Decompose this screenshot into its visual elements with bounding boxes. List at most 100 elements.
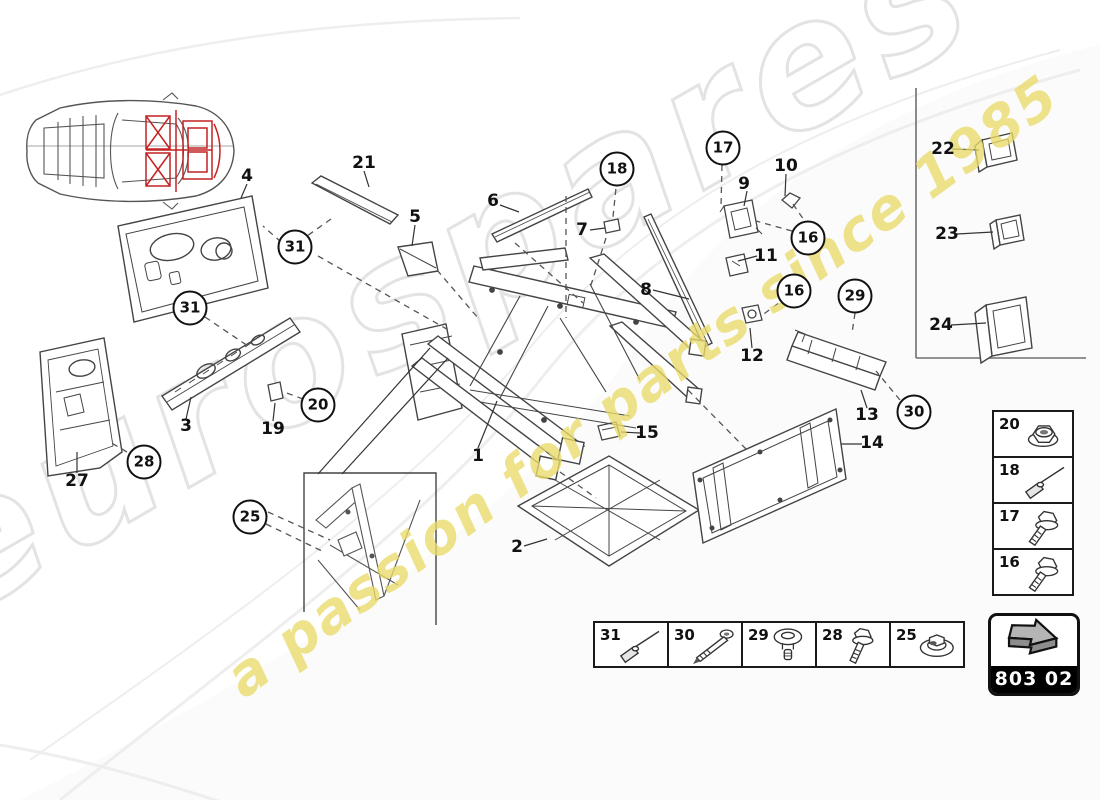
part-9-bracket [719,199,763,239]
dome-head-screw-icon [773,628,803,661]
leader-line [687,389,747,450]
detail-inset-box [303,472,437,625]
leader-line [317,347,431,475]
leader-line [737,255,758,262]
fastener-cell-18[interactable]: 18 [994,458,1072,504]
leader-line [860,389,868,409]
fastener-cell-31[interactable]: 31 [595,623,669,666]
part-24-block [974,296,1033,365]
car-top-view [26,92,235,210]
leader-line [956,231,994,235]
leader-line [204,316,249,347]
dashed-leader-lines [107,164,901,553]
part-callout-15[interactable]: 15 [635,423,659,443]
leader-line [317,255,453,333]
part-callout-7[interactable]: 7 [576,220,588,240]
fastener-cell-20[interactable]: 20 [994,412,1072,458]
part-12-grommet [741,304,763,324]
part-callout-31[interactable]: 31 [172,290,208,326]
part-callout-29[interactable]: 29 [837,278,873,314]
part-callout-24[interactable]: 24 [929,315,953,335]
part-callout-1[interactable]: 1 [472,446,484,466]
leader-line [499,204,520,213]
part-callout-31[interactable]: 31 [277,229,313,265]
part-23-block [989,214,1025,251]
leader-line [272,402,276,422]
part-22-block [974,132,1018,174]
fastener-number: 25 [896,626,917,644]
leader-line [514,242,584,304]
leader-line [523,538,548,547]
fastener-number: 28 [822,626,843,644]
part-callout-3[interactable]: 3 [180,416,192,436]
page-code-badge: 803 02 [988,613,1080,696]
fastener-cell-28[interactable]: 28 [817,623,891,666]
leader-line [743,190,748,207]
part-callout-11[interactable]: 11 [754,246,778,266]
hex-flange-screw-icon [1028,556,1059,593]
part-3-cross-member [160,317,302,411]
leader-line [749,327,753,349]
leader-line [620,431,641,434]
part-callout-12[interactable]: 12 [740,346,764,366]
leader-line [341,357,449,475]
part-callout-2[interactable]: 2 [511,537,523,557]
leader-line [477,400,498,449]
part-callout-5[interactable]: 5 [409,207,421,227]
part-14-radiator-frame [692,407,847,545]
fastener-cell-30[interactable]: 30 [669,623,743,666]
fastener-legend-right: 20 18 17 16 [992,410,1074,596]
solid-leader-lines [76,148,994,547]
part-27-wheel-housing-panel [39,337,123,477]
direction-arrow-icon [991,616,1077,666]
part-callout-16[interactable]: 16 [790,220,826,256]
part-callout-20[interactable]: 20 [300,387,336,423]
part-callout-13[interactable]: 13 [855,405,879,425]
part-callout-19[interactable]: 19 [261,419,285,439]
leader-line [951,148,980,151]
leader-line [652,289,690,300]
hex-washer-bolt-icon [849,627,874,665]
leader-line [792,203,807,224]
part-callout-22[interactable]: 22 [931,139,955,159]
leader-line [107,440,128,453]
part-callout-4[interactable]: 4 [241,166,253,186]
part-1-front-frame [401,247,708,481]
hex-flange-screw-icon [1028,510,1059,547]
fastener-number: 17 [999,507,1020,525]
leader-line [950,322,987,326]
fastener-legend-bottom: 31 30 29 28 25 [593,621,965,668]
fastener-cell-25[interactable]: 25 [891,623,963,666]
fastener-number: 18 [999,461,1020,479]
leader-line [267,511,331,541]
part-callout-10[interactable]: 10 [774,156,798,176]
page-code: 803 02 [991,666,1077,693]
part-callout-6[interactable]: 6 [487,191,499,211]
fastener-number: 16 [999,553,1020,571]
fastener-number: 20 [999,415,1020,433]
part-callout-23[interactable]: 23 [935,224,959,244]
leader-line [411,224,416,247]
part-callout-28[interactable]: 28 [126,444,162,480]
part-callout-25[interactable]: 25 [232,499,268,535]
part-21-reinforcement-bar [310,175,400,225]
part-callout-18[interactable]: 18 [599,151,635,187]
part-8-blade [643,213,713,348]
fastener-cell-29[interactable]: 29 [743,623,817,666]
part-callout-27[interactable]: 27 [65,471,89,491]
part-callout-8[interactable]: 8 [640,280,652,300]
part-callout-17[interactable]: 17 [705,130,741,166]
part-callout-9[interactable]: 9 [738,174,750,194]
part-4-bulkhead-panel [117,195,269,323]
fastener-cell-17[interactable]: 17 [994,504,1072,550]
part-callout-30[interactable]: 30 [896,394,932,430]
part-callout-14[interactable]: 14 [860,433,884,453]
part-callout-21[interactable]: 21 [352,153,376,173]
fastener-number: 30 [674,626,695,644]
fastener-cell-16[interactable]: 16 [994,550,1072,594]
leader-line [589,237,607,289]
blind-rivet-icon [619,630,660,664]
part-callout-16[interactable]: 16 [776,273,812,309]
